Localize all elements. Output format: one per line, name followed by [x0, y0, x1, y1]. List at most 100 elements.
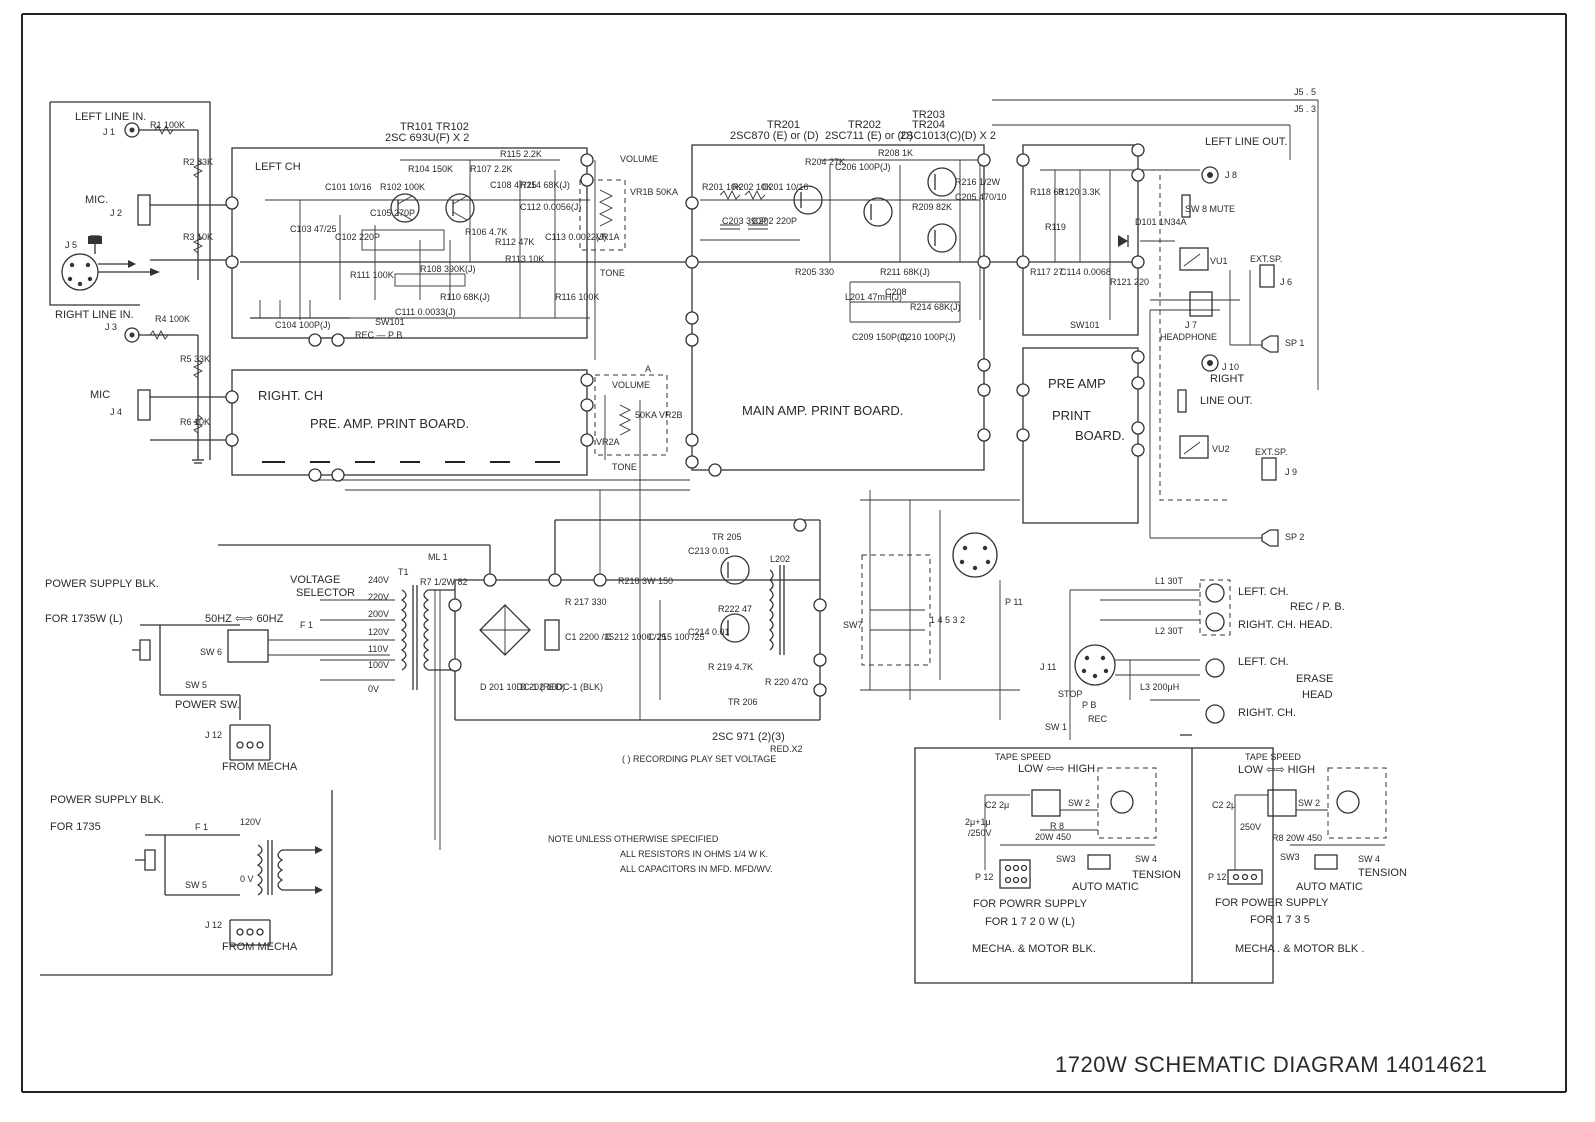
transistor-icon [863, 197, 893, 227]
c1-label: C1 2200 /35 [565, 632, 614, 642]
transistor-icon [927, 223, 957, 253]
svg-text:120V: 120V [368, 627, 389, 637]
c213-label: C213 0.01 [688, 546, 730, 556]
for-model-2: FOR 1 7 3 5 [1250, 914, 1310, 926]
ext-sp2-label: EXT.SP. [1255, 447, 1287, 457]
rec-pb-label: REC — P B [355, 330, 402, 340]
tape-speed-1: TAPE SPEED [995, 752, 1051, 762]
c114-label: C114 0.0068 [1060, 267, 1111, 277]
erase-label: ERASE [1296, 673, 1333, 685]
c215-label: C 215 100 /25 [648, 632, 705, 642]
redx2-label: RED.X2 [770, 744, 803, 754]
svg-text:R110 68K(J): R110 68K(J) [440, 292, 490, 302]
svg-text:R208 1K: R208 1K [878, 148, 913, 158]
hz-label: 50HZ ⇦⇨ 60HZ [205, 613, 284, 625]
tr204-label: TR204 [912, 119, 945, 131]
r218-label: R218 3W 150 [618, 576, 673, 586]
left-ch-head-label: LEFT. CH. [1238, 586, 1289, 598]
jack-icon [124, 327, 140, 343]
tr206-label: TR 206 [728, 697, 758, 707]
preamp-print-3-label: BOARD. [1075, 428, 1125, 443]
labels: LEFT LINE IN. J 1 R1 100K R2 33K MIC. J … [45, 87, 1487, 1077]
tr203-label: TR203 [912, 109, 945, 121]
svg-text:C203 390P: C203 390P [722, 216, 767, 226]
volume-left-label: VOLUME [620, 154, 658, 164]
low-high-2: LOW ⇦⇨ HIGH [1238, 764, 1315, 776]
left-ch-label: LEFT CH [255, 161, 301, 173]
tape-speed-2: TAPE SPEED [1245, 752, 1301, 762]
jack-icon [1201, 166, 1219, 184]
r8v-1: 20W 450 [1035, 832, 1071, 842]
vr1a-label: VR1A [596, 232, 620, 242]
svg-text:R205 330: R205 330 [795, 267, 834, 277]
r217-label: R 217 330 [565, 597, 607, 607]
main-amp-board-label: MAIN AMP. PRINT BOARD. [742, 403, 903, 418]
f1-label: F 1 [300, 620, 313, 630]
right-ch-erase-label: RIGHT. CH. [1238, 707, 1296, 719]
power-supply-title-2: POWER SUPPLY BLK. [50, 794, 164, 806]
svg-text:R201 10K: R201 10K [702, 182, 742, 192]
t2-0v-label: 0 V [240, 874, 254, 884]
svg-text:R107 2.2K: R107 2.2K [470, 164, 513, 174]
l1-label: L1 30T [1155, 576, 1184, 586]
sw4-2: SW 4 [1358, 854, 1380, 864]
preamp-right-board [231, 369, 690, 491]
svg-text:C104 100P(J): C104 100P(J) [275, 320, 331, 330]
svg-text:R106 4.7K: R106 4.7K [465, 227, 508, 237]
svg-text:R204 27K: R204 27K [805, 157, 845, 167]
c212-label: C 212 1000 /25 [605, 632, 667, 642]
j6-label: J 6 [1280, 277, 1292, 287]
p11-pins-label: 1 4 5 3 2 [930, 615, 965, 625]
ml1-label: ML 1 [428, 552, 448, 562]
preamp-left-board [231, 147, 690, 360]
l2-label: L2 30T [1155, 626, 1184, 636]
l3-label: L3 200μH [1140, 682, 1179, 692]
head-label: HEAD [1302, 689, 1333, 701]
j3-label: J 3 [105, 322, 117, 332]
din-connector-icon [952, 532, 998, 578]
oscillator-section [479, 400, 1020, 720]
note-line-3: ALL CAPACITORS IN MFD. MFD/WV. [620, 864, 773, 874]
c2-1: C2 2μ [985, 800, 1009, 810]
sw8-label: SW 8 MUTE [1185, 204, 1235, 214]
svg-text:C111 0.0033(J): C111 0.0033(J) [395, 307, 456, 317]
svg-text:220V: 220V [368, 592, 389, 602]
output-section [1022, 144, 1279, 547]
tr202-label: TR202 [848, 119, 881, 131]
sw1-label: SW 1 [1045, 722, 1067, 732]
note-line-2: ALL RESISTORS IN OHMS 1/4 W K. [620, 849, 768, 859]
c2v-1: /250V [968, 828, 992, 838]
svg-text:200V: 200V [368, 609, 389, 619]
input-section [49, 101, 232, 464]
svg-text:R108 390K(J): R108 390K(J) [420, 264, 476, 274]
r8-1: R 8 [1050, 821, 1064, 831]
svg-text:C102 220P: C102 220P [335, 232, 380, 242]
j12-2-label: J 12 [205, 920, 222, 930]
tr201-type-label: 2SC870 (E) or (D) [730, 130, 819, 142]
svg-text:0V: 0V [368, 684, 379, 694]
stop-label: STOP [1058, 689, 1082, 699]
vr2b-label: 50KA VR2B [635, 410, 683, 420]
r117-label: R117 27 [1030, 267, 1063, 277]
power-supply-for-1: FOR 1735W (L) [45, 613, 123, 625]
jack-icon [124, 122, 140, 138]
j8-label: J 8 [1225, 170, 1237, 180]
svg-text:C205 470/10: C205 470/10 [955, 192, 1007, 202]
r6-label: R6 10K [180, 417, 210, 427]
sw3-1: SW3 [1056, 854, 1076, 864]
j5-label: J 5 [65, 240, 77, 250]
heads-section [1069, 579, 1231, 740]
automatic-2: AUTO MATIC [1296, 881, 1363, 893]
tr203-type-label: 2SC1013(C)(D) X 2 [900, 130, 996, 142]
svg-text:C113 0.0022(J): C113 0.0022(J) [545, 232, 606, 242]
low-high-1: LOW ⇦⇨ HIGH [1018, 763, 1095, 775]
svg-text:R116 100K: R116 100K [555, 292, 599, 302]
right-line-in-label: RIGHT LINE IN. [55, 309, 134, 321]
head-icon [1205, 583, 1225, 603]
volume-right-label: VOLUME [612, 380, 650, 390]
motor-icon [1336, 790, 1360, 814]
j7-label: J 7 [1185, 320, 1197, 330]
sw3-2: SW3 [1280, 852, 1300, 862]
left-line-out-label: LEFT LINE OUT. [1205, 136, 1287, 148]
meter-icon [1179, 247, 1209, 271]
